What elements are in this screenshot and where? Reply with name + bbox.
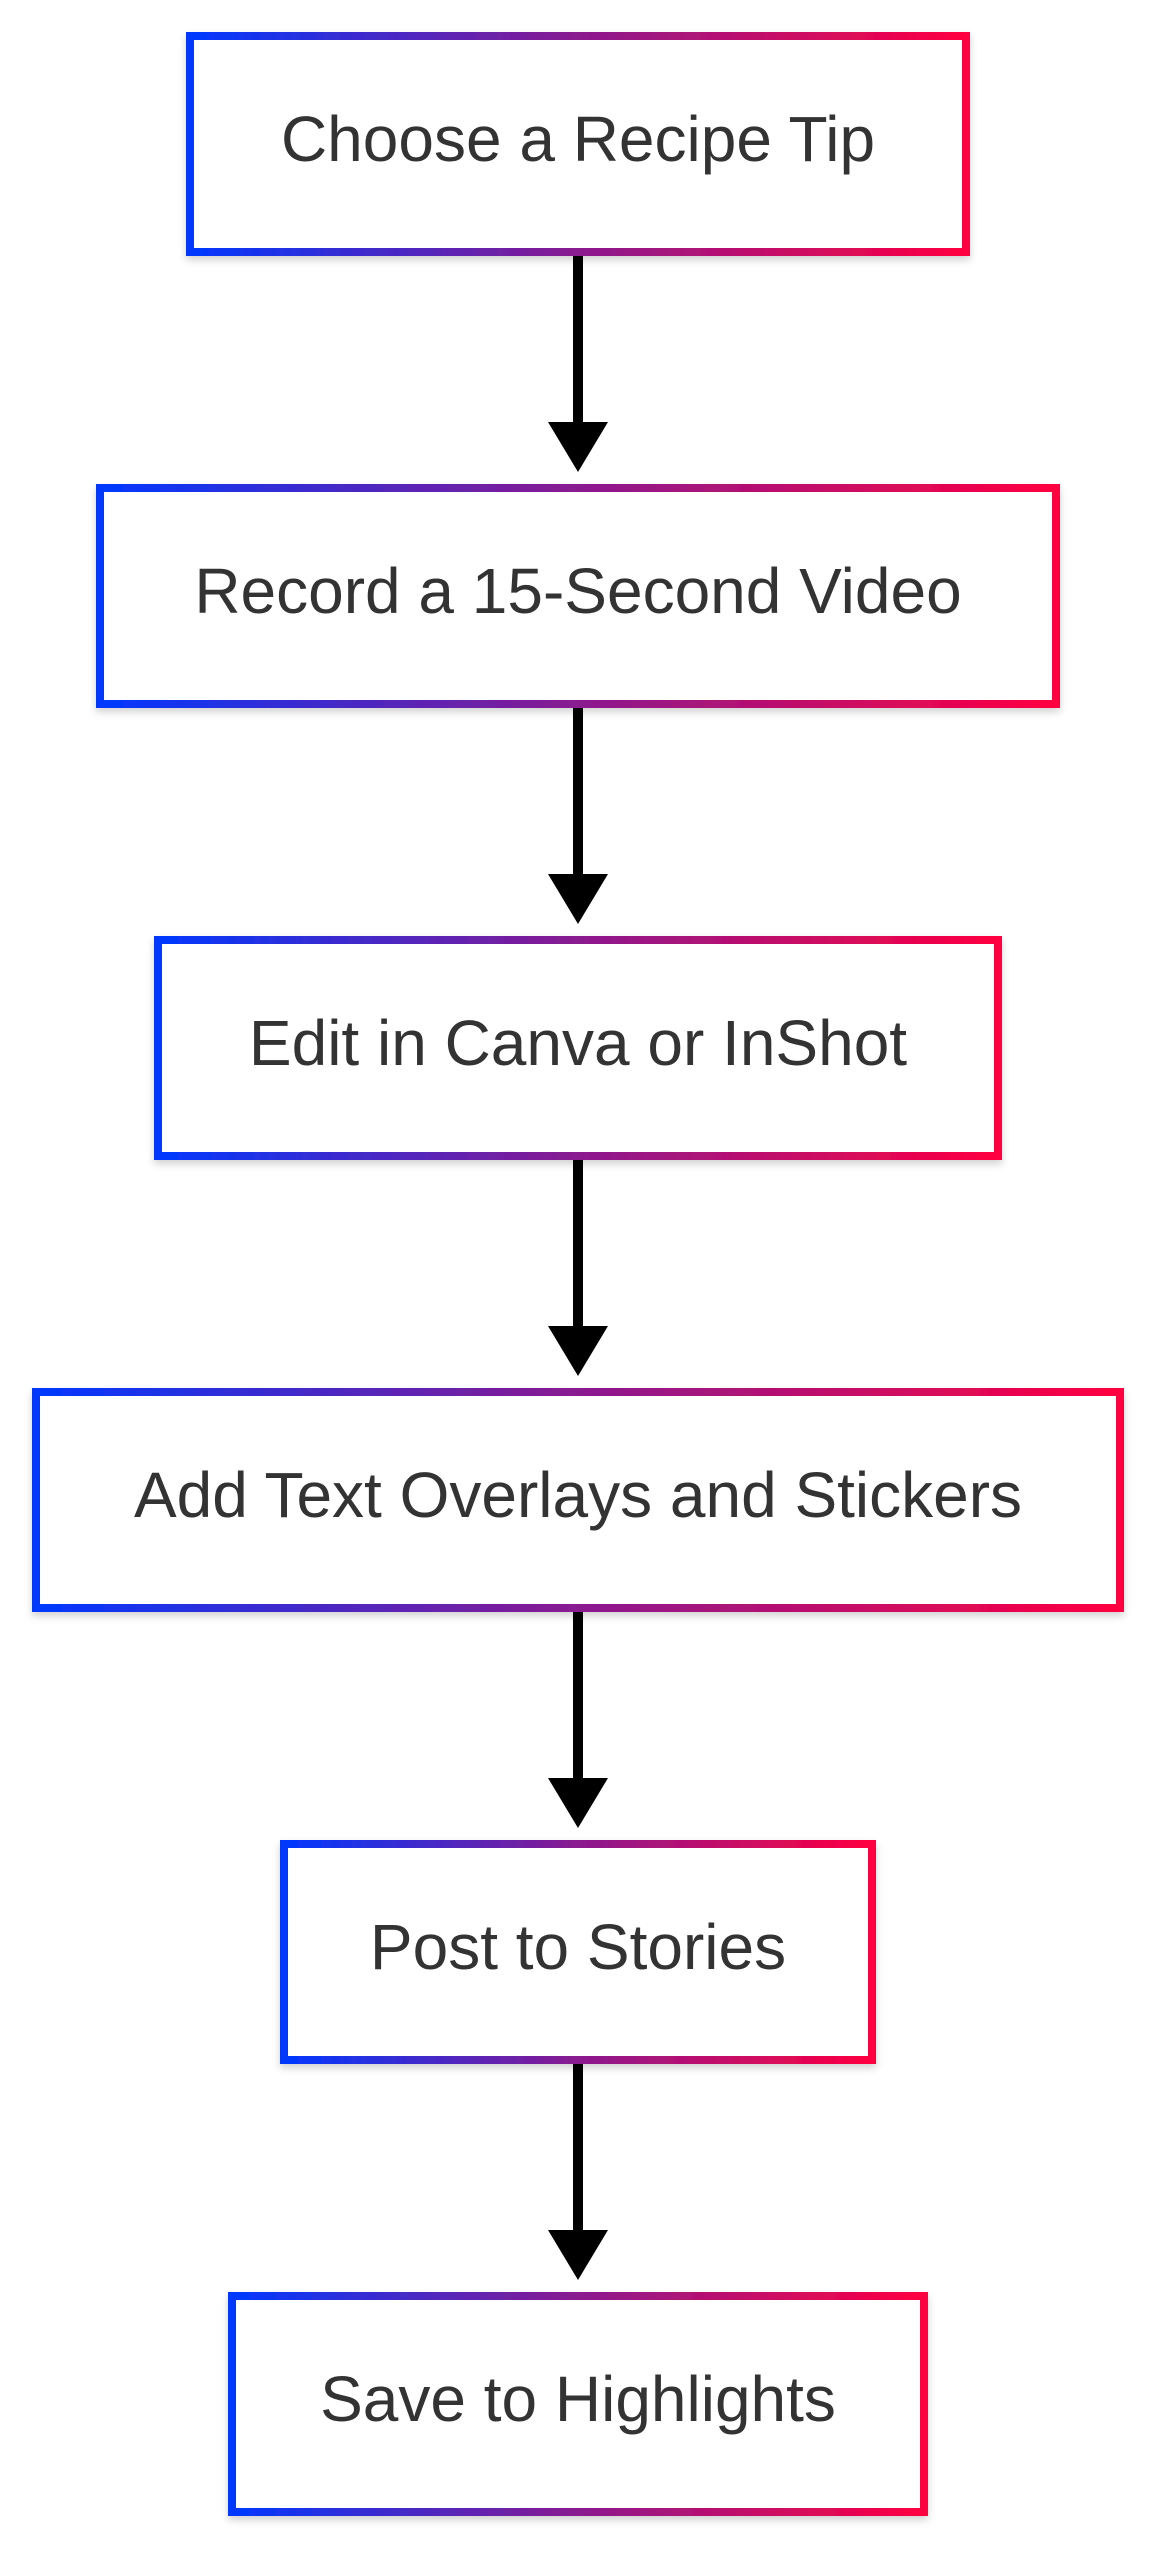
arrow-head-icon — [548, 2230, 608, 2280]
node-label: Save to Highlights — [320, 2363, 836, 2435]
node-add-text-overlays: Add Text Overlays and Stickers — [32, 1388, 1124, 1612]
edge-0-1 — [548, 254, 608, 472]
arrow-head-icon — [548, 422, 608, 472]
node-edit-canva-inshot: Edit in Canva or InShot — [154, 936, 1002, 1160]
arrow-head-icon — [548, 1326, 608, 1376]
arrow-head-icon — [548, 874, 608, 924]
arrow-head-icon — [548, 1778, 608, 1828]
node-box — [96, 484, 1060, 708]
node-box — [154, 936, 1002, 1160]
node-label: Edit in Canva or InShot — [249, 1007, 907, 1079]
node-label: Post to Stories — [370, 1911, 786, 1983]
node-label: Record a 15-Second Video — [194, 555, 961, 627]
node-box — [280, 1840, 876, 2064]
edge-3-4 — [548, 1610, 608, 1828]
node-box — [32, 1388, 1124, 1612]
node-choose-recipe-tip: Choose a Recipe Tip — [186, 32, 970, 256]
node-box — [186, 32, 970, 256]
edge-1-2 — [548, 706, 608, 924]
edge-4-5 — [548, 2062, 608, 2280]
node-save-to-highlights: Save to Highlights — [228, 2292, 928, 2516]
node-box — [228, 2292, 928, 2516]
node-label: Choose a Recipe Tip — [281, 103, 875, 175]
node-record-video: Record a 15-Second Video — [96, 484, 1060, 708]
edge-2-3 — [548, 1158, 608, 1376]
node-label: Add Text Overlays and Stickers — [134, 1459, 1022, 1531]
node-post-to-stories: Post to Stories — [280, 1840, 876, 2064]
